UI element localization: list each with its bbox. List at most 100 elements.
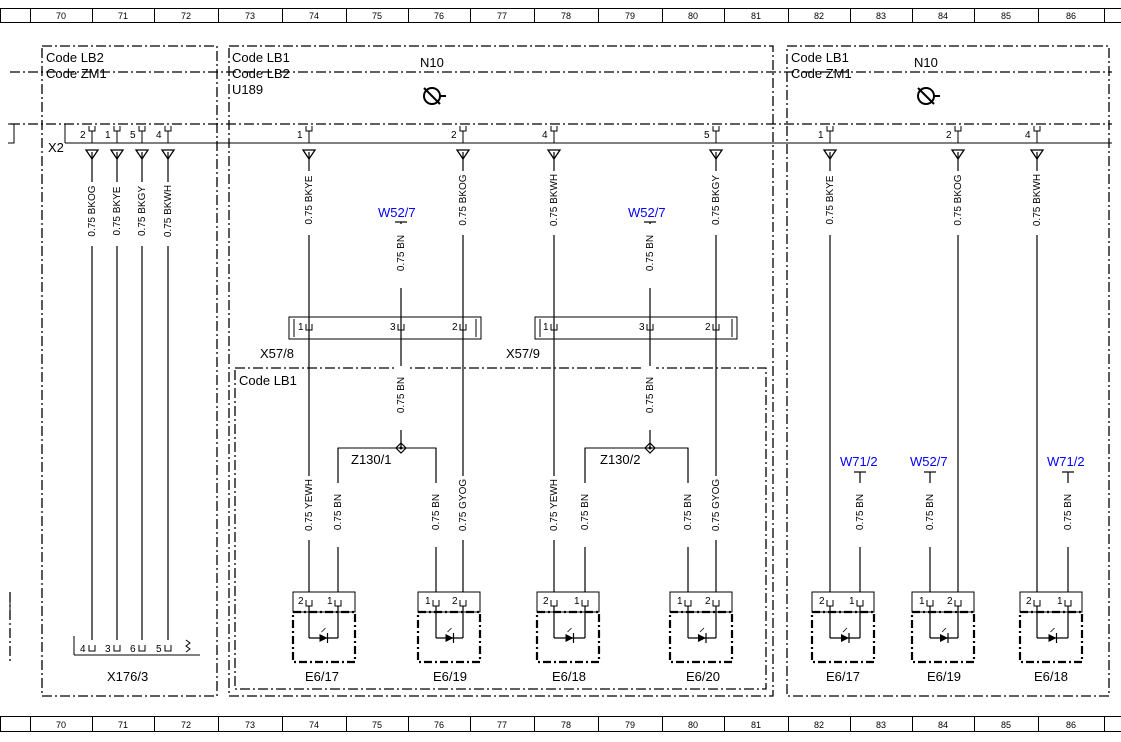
wire-label: 0.75 BKWH — [1032, 174, 1043, 226]
bottom-ruler — [0, 716, 1121, 732]
pin-number: 1 — [298, 322, 304, 333]
pin-number: 1 — [818, 130, 824, 141]
x57-9-plug — [534, 316, 738, 340]
wire-label: 0.75 BKYE — [304, 175, 315, 224]
bulb-control-icon — [917, 87, 940, 105]
pin-number: 5 — [130, 130, 136, 141]
ruler-number: 72 — [181, 720, 191, 730]
middle-code-1: Code LB1 — [232, 50, 290, 65]
pin-number: 2 — [946, 130, 952, 141]
ruler-number: 80 — [688, 11, 698, 21]
pin-number: 1 — [849, 596, 855, 607]
ref-w71-2-a: W71/2 — [840, 454, 878, 469]
ref-w71-2-b: W71/2 — [1047, 454, 1085, 469]
wire-labels: 0.75 BKOG 0.75 BKYE 0.75 BKGY 0.75 BKWH 0.75… — [86, 171, 1074, 547]
wire-label: 0.75 BKWH — [163, 185, 174, 237]
wire-label: 0.75 BN — [396, 377, 407, 413]
lamp-e6-17-b: E6/17 — [826, 669, 860, 684]
pin-number: 1 — [105, 130, 111, 141]
wire-label: 0.75 GYOG — [458, 479, 469, 531]
wire-label: 0.75 BN — [431, 494, 442, 530]
pin-number: 2 — [452, 322, 458, 333]
pin-number: 6 — [130, 644, 136, 655]
pin-number: 1 — [297, 130, 303, 141]
lamp-e6-18-a: E6/18 — [552, 669, 586, 684]
bulb-control-icon — [423, 87, 446, 105]
pin-number: 1 — [1057, 596, 1063, 607]
pin-number: 2 — [705, 322, 711, 333]
ruler-number: 84 — [938, 720, 948, 730]
top-ruler — [0, 8, 1121, 23]
block-inner-border — [234, 367, 767, 690]
pin-number: 4 — [80, 644, 86, 655]
pin-number: 3 — [105, 644, 111, 655]
wire-label: 0.75 BKOG — [458, 174, 469, 225]
z130-1-label: Z130/1 — [351, 452, 391, 467]
ruler-number: 70 — [56, 720, 66, 730]
pin-number: 5 — [156, 644, 162, 655]
wire-label: 0.75 BKWH — [549, 174, 560, 226]
middle-code-3: U189 — [232, 82, 263, 97]
ruler-number: 78 — [561, 720, 571, 730]
middle-code-2: Code LB2 — [232, 66, 290, 81]
left-code-1: Code LB2 — [46, 50, 104, 65]
ruler-number: 81 — [751, 720, 761, 730]
wire-arrow — [1029, 149, 1045, 161]
lamp-e6-19-b: E6/19 — [927, 669, 961, 684]
wire-label: 0.75 BN — [580, 494, 591, 530]
wire-label: 0.75 BN — [683, 494, 694, 530]
ruler-number: 71 — [118, 720, 128, 730]
led-icon — [940, 634, 948, 642]
wire-arrow — [109, 149, 125, 161]
pin-number: 2 — [80, 130, 86, 141]
x2-label: X2 — [48, 140, 64, 155]
ruler-number: 75 — [372, 720, 382, 730]
wire-label: 0.75 BKGY — [711, 175, 722, 225]
wire-label: 0.75 YEWH — [304, 479, 315, 531]
middle-control-unit: N10 — [420, 55, 444, 70]
lamp-e6-20: E6/20 — [686, 669, 720, 684]
block-left-border — [41, 45, 218, 697]
wire-arrow — [822, 149, 838, 161]
pin-number: 2 — [1026, 596, 1032, 607]
ruler-number: 77 — [497, 720, 507, 730]
pin-number: 1 — [574, 596, 580, 607]
pin-number: 4 — [156, 130, 162, 141]
lamp-e6-19-a: E6/19 — [433, 669, 467, 684]
wire-label: 0.75 BKOG — [87, 185, 98, 236]
x57-8-plug — [288, 316, 482, 340]
wire-label: 0.75 BN — [645, 235, 656, 271]
ruler-number: 82 — [814, 720, 824, 730]
wire-label: 0.75 BKGY — [137, 186, 148, 236]
right-code-1: Code LB1 — [791, 50, 849, 65]
led-icon — [565, 634, 574, 642]
pin-number: 2 — [543, 596, 549, 607]
pin-number: 1 — [543, 322, 549, 333]
ruler-number: 77 — [497, 11, 507, 21]
wire-arrow — [708, 149, 724, 161]
ruler-number: 74 — [309, 11, 319, 21]
ruler-number: 83 — [876, 11, 886, 21]
x57-8-label: X57/8 — [260, 346, 294, 361]
wire-arrow — [134, 149, 150, 161]
pin-number: 1 — [425, 596, 431, 607]
pin-number: 2 — [947, 596, 953, 607]
wire-label: 0.75 YEWH — [549, 479, 560, 531]
wire-arrow — [301, 149, 317, 161]
ruler-number: 85 — [1001, 720, 1011, 730]
pin-number: 1 — [327, 596, 333, 607]
ruler-number: 84 — [938, 11, 948, 21]
left-edge-bracket — [8, 123, 15, 144]
pin-number: 2 — [819, 596, 825, 607]
x176-open-end — [185, 639, 191, 653]
ruler-number: 86 — [1066, 720, 1076, 730]
ruler-number: 85 — [1001, 11, 1011, 21]
